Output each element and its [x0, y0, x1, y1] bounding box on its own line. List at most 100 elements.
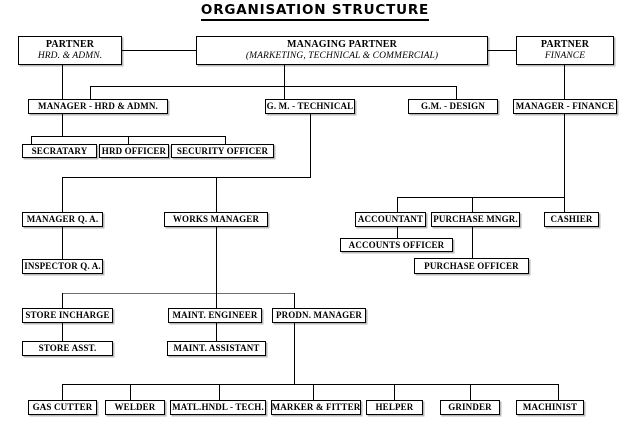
- node-partner-hrd[interactable]: PARTNER HRD. & ADMN.: [18, 36, 122, 65]
- link-manager-hrd-drop: [62, 114, 63, 136]
- node-grinder-label: GRINDER: [448, 402, 492, 413]
- node-purchase-mngr-label: PURCHASE MNGR.: [433, 214, 518, 225]
- node-partner-finance-line1: PARTNER: [540, 39, 590, 51]
- bus-leg-manager-hrd: [90, 86, 91, 100]
- node-managing-partner[interactable]: MANAGING PARTNER (MARKETING, TECHNICAL &…: [196, 36, 488, 65]
- node-prodn-manager-label: PRODN. MANAGER: [275, 310, 363, 321]
- node-maint-engineer[interactable]: MAINT. ENGINEER: [168, 308, 262, 323]
- node-works-manager-label: WORKS MANAGER: [172, 214, 260, 225]
- node-helper[interactable]: HELPER: [366, 400, 423, 415]
- node-gm-technical-label: G. M. - TECHNICAL: [266, 101, 354, 112]
- node-manager-qa-label: MANAGER Q. A.: [26, 214, 99, 225]
- link-mp-to-partner-finance: [488, 50, 516, 51]
- node-manager-hrd-label: MANAGER - HRD & ADMN.: [38, 101, 158, 112]
- node-partner-hrd-line1: PARTNER: [45, 39, 95, 51]
- bus-leg-welder: [130, 384, 131, 400]
- bus-leg-prodn-manager: [294, 293, 295, 308]
- bus-leg-security-officer: [225, 136, 226, 145]
- node-prodn-manager[interactable]: PRODN. MANAGER: [272, 308, 366, 323]
- node-gas-cutter-label: GAS CUTTER: [32, 402, 93, 413]
- node-manager-hrd[interactable]: MANAGER - HRD & ADMN.: [28, 99, 168, 114]
- link-partner-hrd-drop: [62, 65, 63, 100]
- page-title: ORGANISATION STRUCTURE: [0, 2, 630, 21]
- node-purchase-officer-label: PURCHASE OFFICER: [424, 260, 519, 271]
- node-maint-assistant[interactable]: MAINT. ASSISTANT: [167, 341, 266, 356]
- bus-leg-hrd-officer: [128, 136, 129, 145]
- bus-leg-helper: [394, 384, 395, 400]
- bus-shopfloor: [62, 384, 558, 385]
- node-marker-fitter-label: MARKER & FITTER: [271, 402, 361, 413]
- bus-leg-gas-cutter: [62, 384, 63, 400]
- node-purchase-officer[interactable]: PURCHASE OFFICER: [414, 258, 529, 274]
- node-gm-design[interactable]: G.M. - DESIGN: [408, 99, 498, 114]
- node-inspector-qa[interactable]: INSPECTOR Q. A.: [22, 259, 103, 274]
- node-welder-label: WELDER: [114, 402, 156, 413]
- link-maint-engineer-to-assistant: [216, 323, 217, 342]
- node-store-incharge-label: STORE INCHARGE: [25, 310, 110, 321]
- link-prodn-manager-drop: [294, 323, 295, 384]
- link-mp-drop: [284, 65, 285, 86]
- node-helper-label: HELPER: [375, 402, 414, 413]
- bus-leg-works-manager: [216, 177, 217, 212]
- node-marker-fitter[interactable]: MARKER & FITTER: [271, 400, 361, 415]
- node-hrd-officer[interactable]: HRD OFFICER: [99, 144, 169, 158]
- node-purchase-mngr[interactable]: PURCHASE MNGR.: [431, 212, 520, 227]
- link-purchase-mngr-to-officer: [472, 227, 473, 259]
- node-accounts-officer-label: ACCOUNTS OFFICER: [348, 239, 445, 250]
- node-accountant[interactable]: ACCOUNTANT: [355, 212, 426, 227]
- node-works-manager[interactable]: WORKS MANAGER: [164, 212, 268, 227]
- bus-technical: [62, 177, 311, 178]
- node-managing-partner-line1: MANAGING PARTNER: [287, 39, 397, 51]
- link-store-incharge-to-asst: [62, 323, 63, 342]
- page-title-text: ORGANISATION STRUCTURE: [200, 2, 430, 21]
- node-matl-hndl-tech-label: MATL.HNDL - TECH.: [172, 402, 264, 413]
- bus-leg-maint-engineer: [216, 293, 217, 308]
- bus-leg-machinist: [558, 384, 559, 400]
- node-welder[interactable]: WELDER: [105, 400, 165, 415]
- node-grinder[interactable]: GRINDER: [440, 400, 500, 415]
- node-partner-finance-line2: FINANCE: [544, 51, 586, 62]
- bus-leg-gm-design: [456, 86, 457, 100]
- bus-leg-marker-fitter: [313, 384, 314, 400]
- bus-leg-purchase-mngr: [472, 197, 473, 212]
- node-matl-hndl-tech[interactable]: MATL.HNDL - TECH.: [170, 400, 266, 415]
- bus-leg-grinder: [470, 384, 471, 400]
- node-partner-hrd-line2: HRD. & ADMN.: [37, 51, 103, 62]
- bus-level2: [90, 86, 456, 87]
- node-gm-technical[interactable]: G. M. - TECHNICAL: [265, 99, 355, 114]
- bus-leg-manager-qa: [62, 177, 63, 212]
- link-accountant-to-accounts-officer: [397, 227, 398, 239]
- node-accountant-label: ACCOUNTANT: [357, 214, 424, 225]
- node-accounts-officer[interactable]: ACCOUNTS OFFICER: [340, 238, 453, 252]
- node-partner-finance[interactable]: PARTNER FINANCE: [516, 36, 614, 65]
- bus-leg-cashier: [564, 197, 565, 212]
- bus-works: [62, 293, 294, 294]
- node-cashier[interactable]: CASHIER: [544, 212, 599, 227]
- node-machinist-label: MACHINIST: [522, 402, 578, 413]
- node-security-officer-label: SECURITY OFFICER: [176, 145, 269, 156]
- node-maint-engineer-label: MAINT. ENGINEER: [172, 310, 258, 321]
- link-gm-technical-drop: [310, 114, 311, 177]
- node-machinist[interactable]: MACHINIST: [516, 400, 584, 415]
- bus-leg-store-incharge: [62, 293, 63, 308]
- node-maint-assistant-label: MAINT. ASSISTANT: [173, 343, 260, 354]
- bus-leg-secratary: [31, 136, 32, 145]
- bus-leg-accountant: [397, 197, 398, 212]
- link-partner-hrd-to-mp: [122, 50, 196, 51]
- bus-finance: [397, 197, 564, 198]
- node-manager-qa[interactable]: MANAGER Q. A.: [22, 212, 103, 227]
- link-manager-qa-to-inspector: [62, 227, 63, 260]
- node-manager-finance-label: MANAGER - FINANCE: [515, 101, 615, 112]
- link-partner-finance-drop: [564, 65, 565, 100]
- node-secratary-label: SECRATARY: [31, 145, 88, 156]
- node-manager-finance[interactable]: MANAGER - FINANCE: [513, 99, 617, 114]
- node-store-asst-label: STORE ASST.: [38, 343, 97, 354]
- node-secratary[interactable]: SECRATARY: [22, 144, 97, 158]
- node-store-asst[interactable]: STORE ASST.: [22, 341, 113, 356]
- node-managing-partner-line2: (MARKETING, TECHNICAL & COMMERCIAL): [245, 51, 439, 62]
- node-store-incharge[interactable]: STORE INCHARGE: [22, 308, 113, 323]
- node-gas-cutter[interactable]: GAS CUTTER: [28, 400, 97, 415]
- node-security-officer[interactable]: SECURITY OFFICER: [171, 144, 274, 158]
- node-cashier-label: CASHIER: [550, 214, 593, 225]
